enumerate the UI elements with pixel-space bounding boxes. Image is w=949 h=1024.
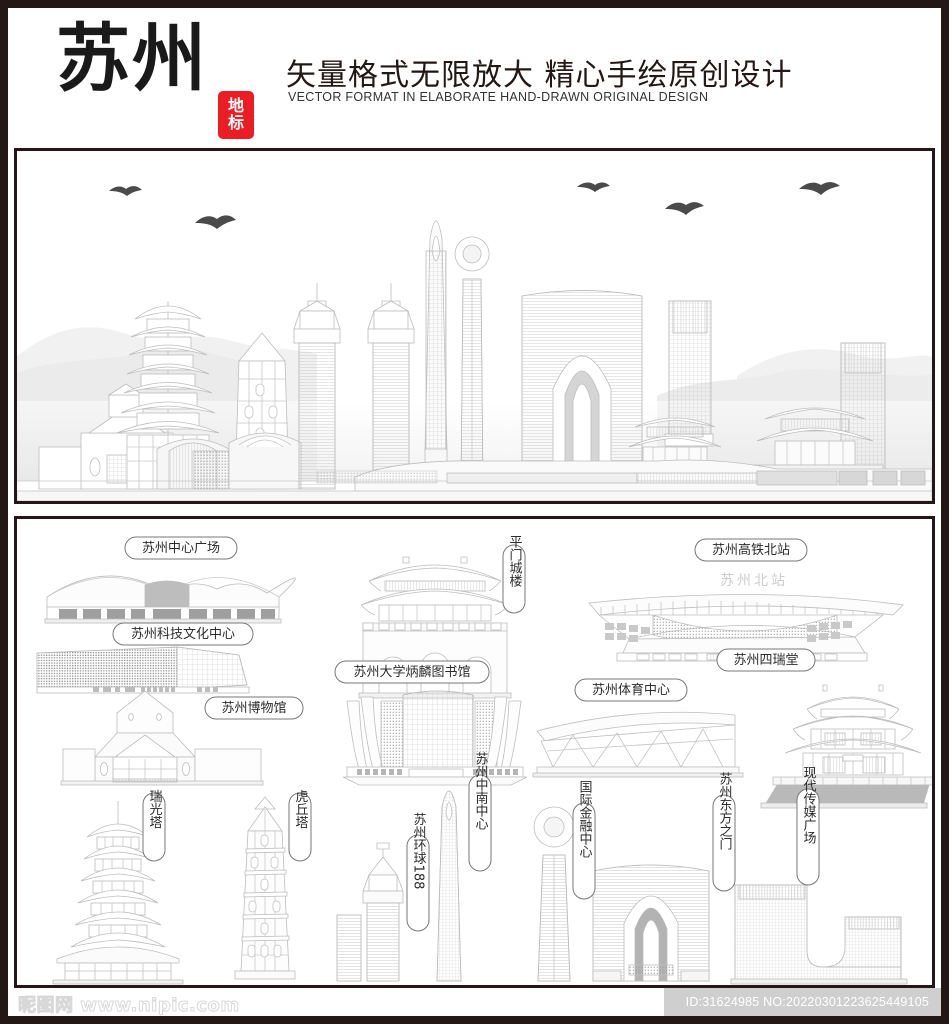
landmark-catalog-panel: 苏州中心广场 苏州科技文化中心 苏州博物馆 苏州大学炳麟图书馆 苏州体育中心 xyxy=(14,516,935,988)
landmark-seal-stamp: 地 标 xyxy=(218,91,254,139)
bird-icon xyxy=(109,186,142,196)
label-text: 国际金融中心 xyxy=(577,780,593,858)
tagline-english: VECTOR FORMAT IN ELABORATE HAND-DRAWN OR… xyxy=(288,90,709,104)
label-text: 平门城楼 xyxy=(507,535,523,587)
label-text: 苏州中南中心 xyxy=(473,751,489,830)
label-pills: 苏州中心广场 苏州科技文化中心 苏州博物馆 苏州大学炳麟图书馆 苏州体育中心 xyxy=(112,535,820,932)
bird-flock xyxy=(109,182,840,229)
label-suzhou-center-plaza[interactable]: 苏州中心广场 xyxy=(124,536,238,560)
skyline-ifc-tower xyxy=(454,236,490,490)
fig-modern-media-plaza xyxy=(730,884,908,985)
label-text: 现代传媒广场 xyxy=(801,766,817,844)
page-title: 苏州 xyxy=(56,16,208,102)
label-ruiguang-pagoda[interactable]: 瑞光塔 xyxy=(142,790,166,862)
fig-suzhou-global-188 xyxy=(336,842,404,982)
label-text: 苏州东方之门 xyxy=(717,771,733,850)
label-huqiu-pagoda[interactable]: 虎丘塔 xyxy=(288,790,312,862)
bird-icon xyxy=(799,182,840,195)
fig-soochow-univ-binglin-library xyxy=(342,690,528,786)
skyline-illustration xyxy=(17,151,932,501)
label-text: 苏州体育中心 xyxy=(592,682,670,698)
header: 苏州 地 标 矢量格式无限放大 精心手绘原创设计 VECTOR FORMAT I… xyxy=(8,8,941,148)
label-soochow-univ-binglin-library[interactable]: 苏州大学炳麟图书馆 xyxy=(334,660,490,684)
label-suzhou-zhongnan-center[interactable]: 苏州中南中心 xyxy=(468,751,492,872)
fig-huqiu-pagoda xyxy=(234,796,296,980)
footer: 昵图网 www.nipic.com ID:31624985 NO:2022030… xyxy=(8,988,941,1017)
label-suzhou-sports-center[interactable]: 苏州体育中心 xyxy=(574,678,688,702)
skyline-podium xyxy=(17,459,932,492)
station-building-signage: 苏州北站 xyxy=(720,573,788,589)
skyline-twin-towers xyxy=(293,283,415,490)
tagline-chinese: 矢量格式无限放大 精心手绘原创设计 xyxy=(286,58,793,93)
label-text: 苏州博物馆 xyxy=(221,700,286,716)
seal-char-1: 地 xyxy=(227,96,244,116)
seal-char-2: 标 xyxy=(227,113,244,132)
label-text: 苏州大学炳麟图书馆 xyxy=(353,664,470,680)
label-text: 苏州高铁北站 xyxy=(712,542,790,558)
label-text: 苏州中心广场 xyxy=(142,540,220,556)
image-id-badge: ID:31624985 NO:20220301223625449105 xyxy=(663,988,941,1016)
label-text: 苏州四瑞堂 xyxy=(733,652,798,668)
label-text: 虎丘塔 xyxy=(293,790,309,829)
landmark-catalog-illustration: 苏州中心广场 苏州科技文化中心 苏州博物馆 苏州大学炳麟图书馆 苏州体育中心 xyxy=(17,519,932,985)
label-suzhou-global-188[interactable]: 苏州环球188 xyxy=(406,812,430,932)
label-text: 苏州环球188 xyxy=(411,812,427,889)
fig-suzhou-center-plaza xyxy=(44,575,296,624)
skyline-center-mall xyxy=(156,432,302,490)
label-suzhou-museum[interactable]: 苏州博物馆 xyxy=(204,696,304,720)
label-suzhou-sci-tech-culture-center[interactable]: 苏州科技文化中心 xyxy=(112,622,254,646)
label-modern-media-plaza[interactable]: 现代传媒广场 xyxy=(796,766,820,886)
label-suzhou-north-railway-station[interactable]: 苏州高铁北站 xyxy=(694,538,808,562)
bird-icon xyxy=(665,202,704,215)
fig-gate-of-the-orient xyxy=(592,864,710,982)
fig-ruiguang-pagoda xyxy=(52,801,184,985)
label-text: 苏州科技文化中心 xyxy=(131,626,235,642)
label-text: 瑞光塔 xyxy=(147,790,163,829)
skyline-buildings xyxy=(17,220,932,501)
bird-icon xyxy=(195,215,236,229)
label-gate-of-the-orient[interactable]: 苏州东方之门 xyxy=(712,771,736,892)
fig-intl-finance-center xyxy=(533,806,575,982)
site-watermark: 昵图网 www.nipic.com xyxy=(18,995,240,1017)
skyline-panel xyxy=(14,148,935,504)
skyline-office-slab xyxy=(664,300,714,447)
label-suzhou-sirui-hall[interactable]: 苏州四瑞堂 xyxy=(716,648,816,672)
fig-suzhou-zhongnan-center xyxy=(436,790,462,982)
signage-text: 苏州北站 xyxy=(720,573,788,589)
bird-icon xyxy=(577,182,610,192)
label-pingmen-gate-tower[interactable]: 平门城楼 xyxy=(502,535,526,614)
fig-suzhou-sci-tech-culture-center xyxy=(36,646,250,694)
label-intl-finance-center[interactable]: 国际金融中心 xyxy=(572,780,596,900)
fig-suzhou-sports-center xyxy=(532,711,744,778)
fig-suzhou-museum xyxy=(60,690,264,786)
skyline-gate-of-the-orient xyxy=(521,290,643,470)
skyline-zhongnan-center xyxy=(424,220,448,490)
